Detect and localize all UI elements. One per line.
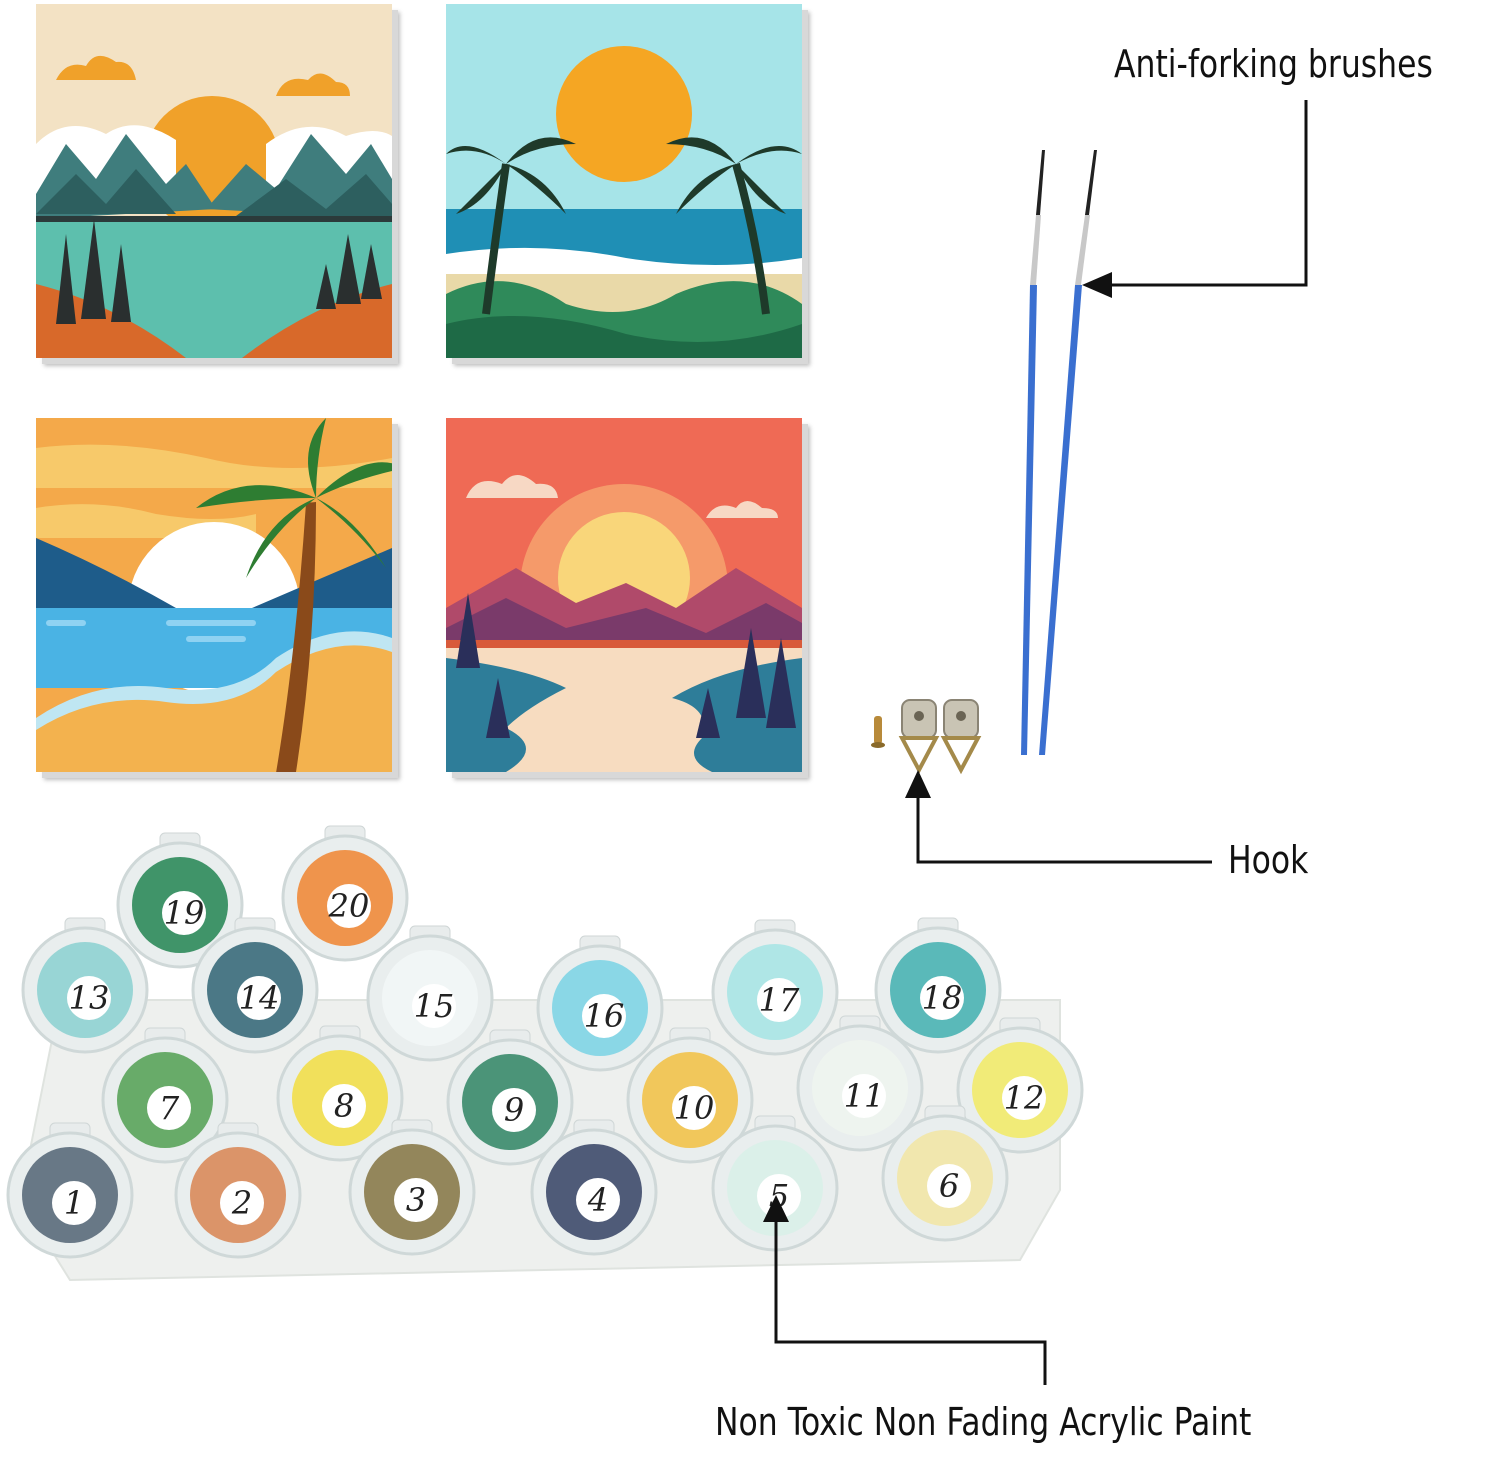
- paint-pot-2: 2: [174, 1122, 302, 1259]
- paint-pot-5: 5: [711, 1115, 839, 1252]
- pot-number: 7: [159, 1089, 180, 1127]
- hook-icon-1: [898, 699, 940, 775]
- pot-number-badge: [147, 1086, 191, 1130]
- pot-number-badge: [412, 984, 456, 1028]
- paint-pot-8: 8: [276, 1025, 404, 1162]
- paint-pot-20: 20: [281, 825, 409, 962]
- hook-icon-2: [940, 699, 982, 775]
- paint-pot-14: 14: [191, 917, 319, 1054]
- paint-label: Non Toxic Non Fading Acrylic Paint: [715, 1400, 1252, 1444]
- hooks: [871, 699, 982, 775]
- painting-mountain-lake: [36, 4, 392, 358]
- hook-leader: [916, 790, 1212, 864]
- pot-number: 20: [328, 887, 370, 925]
- pot-number-badge: [757, 978, 801, 1022]
- pot-number: 6: [939, 1167, 959, 1205]
- paint-pot-19: 19: [116, 832, 244, 969]
- paint-pot-4: 4: [530, 1119, 658, 1256]
- pot-number: 14: [239, 979, 280, 1017]
- pot-number-badge: [582, 994, 626, 1038]
- pot-number-badge: [672, 1086, 716, 1130]
- pot-number: 18: [922, 979, 963, 1017]
- paint-pot-9: 9: [446, 1029, 574, 1166]
- pot-number-badge: [492, 1088, 536, 1132]
- hook-arrow-icon: [905, 770, 931, 798]
- brush-arrow-icon: [1082, 272, 1112, 298]
- pot-number-badge: [237, 976, 281, 1020]
- pot-number-badge: [920, 976, 964, 1020]
- paint-pot-10: 10: [626, 1027, 754, 1164]
- brush-left: [1021, 150, 1045, 755]
- hook-label: Hook: [1228, 838, 1309, 882]
- brush-leader: [1110, 100, 1308, 287]
- pot-number: 17: [759, 981, 800, 1019]
- pot-number: 10: [674, 1089, 715, 1127]
- pot-number: 3: [406, 1181, 426, 1219]
- painting-palm-beach: [446, 4, 802, 358]
- pot-number: 2: [231, 1184, 252, 1222]
- pot-number-badge: [394, 1178, 438, 1222]
- pot-number: 11: [844, 1077, 885, 1115]
- painting-coral-sunset: [446, 418, 802, 772]
- pot-number: 12: [1004, 1079, 1045, 1117]
- pot-number: 8: [334, 1087, 354, 1125]
- pot-number-badge: [757, 1174, 801, 1218]
- screw-icon: [871, 716, 885, 748]
- leader-lines: [774, 100, 1308, 1385]
- brush-right: [1039, 150, 1097, 755]
- pot-number: 13: [69, 979, 110, 1017]
- pot-number-badge: [67, 976, 111, 1020]
- paint-pot-12: 12: [956, 1017, 1084, 1154]
- pot-number-badge: [162, 891, 206, 935]
- pot-number: 16: [584, 997, 625, 1035]
- pot-number-badge: [52, 1181, 96, 1225]
- paint-leader: [774, 1215, 1047, 1385]
- paint-pot-16: 16: [536, 935, 664, 1072]
- brushes: [1021, 150, 1097, 755]
- paint-pot-13: 13: [21, 917, 149, 1054]
- paint-pot-18: 18: [874, 917, 1002, 1054]
- pot-number: 19: [164, 894, 205, 932]
- paint-pot-1: 1: [6, 1122, 134, 1259]
- pot-number: 4: [587, 1181, 608, 1219]
- paint-pot-15: 15: [366, 925, 494, 1062]
- pot-number: 1: [64, 1184, 84, 1222]
- paint-pot-11: 11: [796, 1015, 924, 1152]
- pot-number-badge: [927, 1164, 971, 1208]
- painting-tropical-sunset: [36, 418, 392, 772]
- paint-pot-6: 6: [881, 1105, 1009, 1242]
- pot-number: 9: [504, 1091, 524, 1129]
- paint-pot-17: 17: [711, 919, 839, 1056]
- paint-pot-3: 3: [348, 1119, 476, 1256]
- brushes-label: Anti-forking brushes: [1114, 42, 1433, 86]
- paint-arrow-icon: [763, 1195, 789, 1222]
- pot-number-badge: [1002, 1076, 1046, 1120]
- pot-number-badge: [322, 1084, 366, 1128]
- pot-number-badge: [576, 1178, 620, 1222]
- pot-number-badge: [842, 1074, 886, 1118]
- pot-number-badge: [327, 884, 371, 928]
- paint-pot-7: 7: [101, 1027, 229, 1164]
- pot-number-badge: [220, 1181, 264, 1225]
- pot-number: 15: [414, 987, 455, 1025]
